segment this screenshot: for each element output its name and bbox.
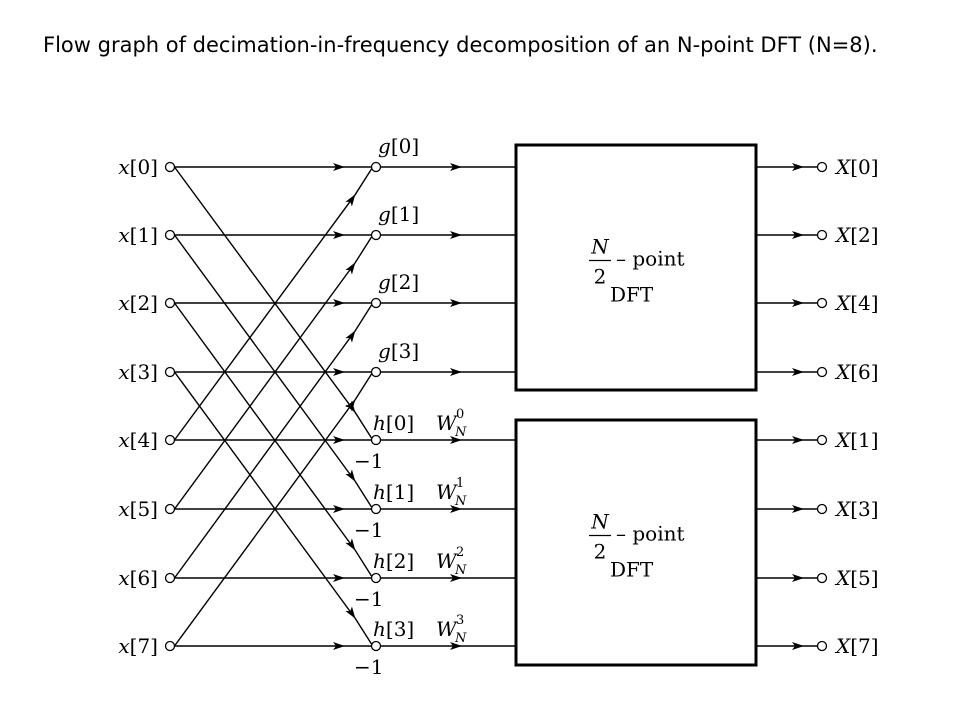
input-node bbox=[164, 297, 176, 309]
twiddle-subscript: N bbox=[454, 494, 467, 509]
twiddle-exponent: 2 bbox=[456, 545, 464, 560]
input-label: x[2] bbox=[118, 291, 158, 315]
twiddle-factor: W bbox=[436, 549, 458, 573]
butterfly-node bbox=[370, 161, 382, 173]
h-node-label: h[2] bbox=[373, 549, 414, 573]
cross-line bbox=[173, 304, 373, 579]
input-node bbox=[164, 572, 176, 584]
butterfly-node bbox=[370, 434, 382, 446]
dft-fraction-num: N bbox=[590, 510, 610, 534]
cross-line bbox=[173, 166, 373, 439]
input-label: x[7] bbox=[118, 634, 158, 658]
cross-line bbox=[173, 373, 373, 647]
g-node-label: g[0] bbox=[378, 134, 419, 158]
output-label: X[5] bbox=[834, 566, 879, 590]
output-label: X[0] bbox=[834, 155, 879, 179]
input-node bbox=[164, 229, 176, 241]
output-label: X[7] bbox=[834, 634, 879, 658]
output-node bbox=[816, 503, 828, 515]
cross-line bbox=[173, 234, 373, 508]
output-label: X[2] bbox=[834, 223, 879, 247]
butterfly-node bbox=[370, 297, 382, 309]
twiddle-exponent: 0 bbox=[456, 407, 464, 422]
g-node-label: g[1] bbox=[378, 202, 419, 226]
input-label: x[1] bbox=[118, 223, 158, 247]
output-label: X[1] bbox=[834, 428, 879, 452]
output-node bbox=[816, 229, 828, 241]
dft-point-label: – point bbox=[616, 522, 685, 546]
butterfly-node bbox=[370, 572, 382, 584]
dft-label: DFT bbox=[610, 558, 654, 582]
twiddle-exponent: 3 bbox=[456, 613, 464, 628]
input-node bbox=[164, 434, 176, 446]
figure-caption: Flow graph of decimation-in-frequency de… bbox=[43, 33, 878, 57]
h-node-label: h[0] bbox=[373, 411, 414, 435]
input-node bbox=[164, 161, 176, 173]
input-label: x[3] bbox=[118, 360, 158, 384]
input-node bbox=[164, 366, 176, 378]
output-node bbox=[816, 161, 828, 173]
twiddle-subscript: N bbox=[454, 631, 467, 646]
h-node-label: h[1] bbox=[373, 480, 414, 504]
minus-one-label: −1 bbox=[354, 518, 383, 542]
input-label: x[5] bbox=[118, 497, 158, 521]
g-node-label: g[2] bbox=[378, 270, 419, 294]
output-node bbox=[816, 572, 828, 584]
output-node bbox=[816, 434, 828, 446]
output-label: X[4] bbox=[834, 291, 879, 315]
dft-label: DFT bbox=[610, 283, 654, 307]
butterfly-node bbox=[370, 366, 382, 378]
g-node-label: g[3] bbox=[378, 339, 419, 363]
dft-point-label: – point bbox=[616, 247, 685, 271]
twiddle-exponent: 1 bbox=[456, 476, 464, 491]
minus-one-label: −1 bbox=[354, 449, 383, 473]
input-node bbox=[164, 640, 176, 652]
butterfly-node bbox=[370, 640, 382, 652]
minus-one-label: −1 bbox=[354, 587, 383, 611]
butterfly-node bbox=[370, 503, 382, 515]
output-node bbox=[816, 366, 828, 378]
output-label: X[6] bbox=[834, 360, 879, 384]
output-node bbox=[816, 640, 828, 652]
output-node bbox=[816, 297, 828, 309]
twiddle-subscript: N bbox=[454, 563, 467, 578]
cross-line bbox=[173, 302, 373, 577]
dft-block bbox=[514, 143, 758, 392]
input-label: x[6] bbox=[118, 566, 158, 590]
input-label: x[0] bbox=[118, 155, 158, 179]
twiddle-subscript: N bbox=[454, 425, 467, 440]
dft-block bbox=[514, 418, 758, 667]
cross-line bbox=[173, 168, 373, 441]
minus-one-label: −1 bbox=[354, 655, 383, 679]
cross-line bbox=[173, 236, 373, 510]
input-label: x[4] bbox=[118, 428, 158, 452]
butterfly-node bbox=[370, 229, 382, 241]
cross-line bbox=[173, 371, 373, 645]
twiddle-factor: W bbox=[436, 411, 458, 435]
dft-fraction-num: N bbox=[590, 235, 610, 259]
input-node bbox=[164, 503, 176, 515]
output-label: X[3] bbox=[834, 497, 879, 521]
twiddle-factor: W bbox=[436, 617, 458, 641]
h-node-label: h[3] bbox=[373, 617, 414, 641]
dft-fraction-den: 2 bbox=[594, 265, 607, 289]
dft-fraction-den: 2 bbox=[594, 540, 607, 564]
twiddle-factor: W bbox=[436, 480, 458, 504]
